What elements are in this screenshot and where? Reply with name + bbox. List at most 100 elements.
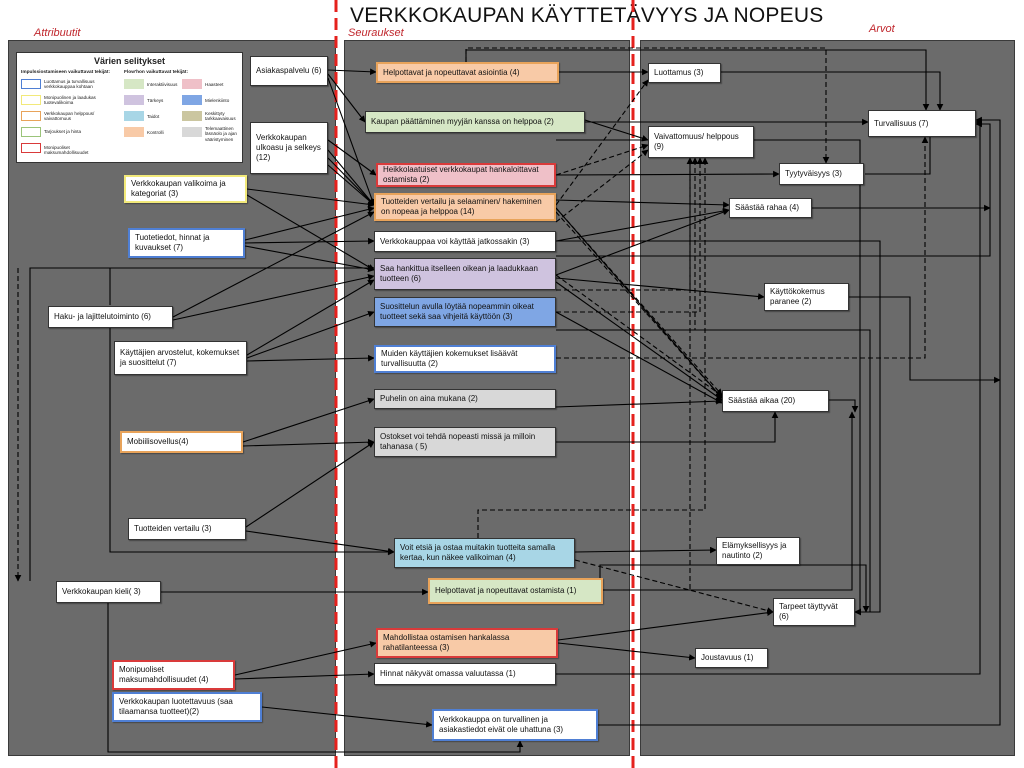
node-label: Turvallisuus (7) — [874, 118, 929, 128]
edge-35 — [555, 281, 723, 401]
node-puhelin[interactable]: Puhelin on aina mukana (2) — [374, 389, 556, 409]
node-asiakaspalvelu[interactable]: Asiakaspalvelu (6) — [250, 56, 328, 86]
node-label: Muiden käyttäjien kokemukset lisäävät tu… — [381, 349, 518, 368]
edge-40 — [574, 546, 717, 554]
legend-swatch-valikoima — [21, 95, 41, 105]
node-label: Joustavuus (1) — [701, 653, 754, 662]
legend-label-kontrolli: Kontrolli — [147, 130, 164, 135]
node-label: Hinnat näkyvät omassa valuutassa (1) — [380, 669, 516, 678]
edge-17 — [246, 354, 375, 362]
node-elamyksellisyys[interactable]: Elämyksellisyys ja nautinto (2) — [716, 537, 800, 565]
node-label: Puhelin on aina mukana (2) — [380, 394, 478, 403]
node-label: Kaupan päättäminen myyjän kanssa on help… — [371, 117, 554, 126]
color-legend: Värien selitykset Impulssiostamiseen vai… — [16, 52, 243, 163]
dashed-edge-0 — [465, 47, 830, 164]
section-label-arvot: Arvot — [869, 23, 895, 35]
node-label: Tarpeet täyttyvät (6) — [779, 602, 838, 621]
diagram-title: VERKKOKAUPAN KÄYTTETÄVYYS JA NOPEUS — [350, 4, 824, 27]
legend-label-maksu: Monipuoliset maksumahdollisuudet — [44, 145, 89, 156]
node-ostokset[interactable]: Ostokset voi tehdä nopeasti missä ja mil… — [374, 427, 556, 457]
edge-46 — [556, 329, 871, 616]
node-label: Verkkokauppaa voi käyttää jatkossakin (3… — [380, 236, 530, 246]
node-luottamus[interactable]: Luottamus (3) — [648, 63, 721, 83]
legend-label-helppous: Verkkokaupan helppous/ vaivattomuus — [44, 111, 95, 122]
legend-swatch-mielenkiinto — [182, 95, 202, 105]
legend-label-tarkeys: Tärkeys — [147, 98, 164, 103]
node-tarpeet[interactable]: Tarpeet täyttyvät (6) — [773, 598, 855, 626]
node-joustavuus[interactable]: Joustavuus (1) — [695, 648, 768, 668]
legend-swatch-maksu — [21, 143, 41, 153]
node-label: Haku- ja lajittelutoiminto (6) — [54, 312, 151, 321]
node-label: Verkkokauppa on turvallinen ja asiakasti… — [439, 715, 564, 734]
node-kieli[interactable]: Verkkokaupan kieli( 3) — [56, 581, 161, 603]
node-turvallisuus[interactable]: Turvallisuus (7) — [868, 110, 976, 137]
node-label: Mobiilisovellus(4) — [127, 437, 189, 446]
legend-swatch-taidot — [124, 111, 144, 121]
edge-31 — [555, 199, 730, 209]
legend-title: Värien selitykset — [93, 56, 166, 66]
edge-13 — [172, 274, 375, 321]
node-label: Suosittelun avulla löytää nopeammin oike… — [380, 302, 534, 321]
node-maksu[interactable]: Monipuoliset maksumahdollisuudet (4) — [112, 660, 235, 690]
node-label: Käyttökokemus paranee (2) — [770, 287, 825, 306]
dashed-edge-1 — [555, 79, 649, 206]
edge-15 — [246, 279, 375, 356]
edge-26 — [261, 706, 433, 728]
node-vertailu-selaaminen[interactable]: Tuotteiden vertailu ja selaaminen/ hakem… — [374, 193, 556, 221]
node-label: Käyttäjien arvostelut, kokemukset ja suo… — [120, 348, 240, 367]
node-haku[interactable]: Haku- ja lajittelutoiminto (6) — [48, 306, 173, 328]
edge-38 — [556, 411, 779, 443]
edge-54 — [849, 296, 1001, 384]
node-vaivattomuus[interactable]: Vaivattomuus/ helppous (9) — [648, 126, 754, 158]
edge-33 — [555, 209, 730, 276]
node-helpottavat-asiointia[interactable]: Helpottavat ja nopeuttavat asiointia (4) — [376, 62, 559, 83]
node-valikoima[interactable]: Verkkokaupan valikoima ja kategoriat (3) — [124, 175, 247, 203]
node-tyytyvaisyys[interactable]: Tyytyväisyys (3) — [779, 163, 864, 185]
edge-25 — [234, 670, 375, 680]
node-saastaa-aikaa[interactable]: Säästää aikaa (20) — [722, 390, 829, 412]
legend-swatch-tarkkaavaisuus — [182, 111, 202, 121]
legend-swatch-helppous — [21, 111, 41, 121]
edge-52 — [465, 49, 930, 111]
node-saa-hankittua[interactable]: Saa hankittua itselleen oikean ja laaduk… — [374, 258, 556, 290]
edge-18 — [242, 397, 375, 443]
legend-swatch-telemaattinen — [182, 127, 202, 137]
edge-4 — [327, 149, 375, 206]
edge-39 — [555, 397, 723, 408]
node-voit-etsia[interactable]: Voit etsiä ja ostaa muitakin tuotteita s… — [394, 538, 575, 568]
node-mobiili[interactable]: Mobiilisovellus(4) — [120, 431, 243, 453]
edge-45 — [598, 116, 1001, 726]
edge-20 — [245, 441, 375, 528]
edge-11 — [244, 245, 375, 273]
node-suosittelun[interactable]: Suosittelun avulla löytää nopeammin oike… — [374, 297, 556, 327]
legend-label-taidot: Taidot — [147, 114, 160, 119]
node-turvallinen[interactable]: Verkkokauppa on turvallinen ja asiakasti… — [432, 709, 598, 741]
edge-2 — [327, 77, 376, 206]
legend-swatch-kontrolli — [124, 127, 144, 137]
node-ulkoasu[interactable]: Verkkokaupan ulkoasu ja selkeys (12) — [250, 122, 328, 174]
node-vertailu[interactable]: Tuotteiden vertailu (3) — [128, 518, 246, 540]
edge-14 — [109, 328, 395, 556]
node-saastaa-rahaa[interactable]: Säästää rahaa (4) — [729, 198, 812, 218]
node-muiden[interactable]: Muiden käyttäjien kokemukset lisäävät tu… — [374, 345, 556, 373]
node-heikkolaatuiset[interactable]: Heikkolaatuiset verkkokaupat hankaloitta… — [376, 163, 556, 187]
edge-0 — [327, 68, 377, 76]
node-kayttokokemus[interactable]: Käyttökokemus paranee (2) — [764, 283, 849, 311]
node-jatkossakin[interactable]: Verkkokauppaa voi käyttää jatkossakin (3… — [374, 231, 556, 252]
node-arvostelut[interactable]: Käyttäjien arvostelut, kokemukset ja suo… — [114, 341, 247, 375]
node-label: Tuotteiden vertailu ja selaaminen/ hakem… — [381, 197, 542, 216]
node-mahdollistaa[interactable]: Mahdollistaa ostamisen hankalassa rahati… — [376, 628, 558, 658]
legend-left-header: Impulssiostamiseen vaikuttavat tekijät: — [21, 70, 111, 75]
dashed-edge-12 — [603, 157, 694, 591]
legend-swatch-haasteet — [182, 79, 202, 89]
node-helpottavat-ostamista[interactable]: Helpottavat ja nopeuttavat ostamista (1) — [428, 578, 603, 604]
node-paattaminen[interactable]: Kaupan päättäminen myyjän kanssa on help… — [365, 111, 585, 133]
node-luotettavuus[interactable]: Verkkokaupan luotettavuus (saa tilaamans… — [112, 692, 262, 722]
node-label: Verkkokaupan valikoima ja kategoriat (3) — [131, 179, 226, 198]
node-tuotetiedot[interactable]: Tuotetiedot, hinnat ja kuvaukset (7) — [128, 228, 245, 258]
edge-51 — [829, 399, 859, 413]
node-hinnat[interactable]: Hinnat näkyvät omassa valuutassa (1) — [374, 663, 556, 685]
node-label: Saa hankittua itselleen oikean ja laaduk… — [380, 264, 538, 283]
